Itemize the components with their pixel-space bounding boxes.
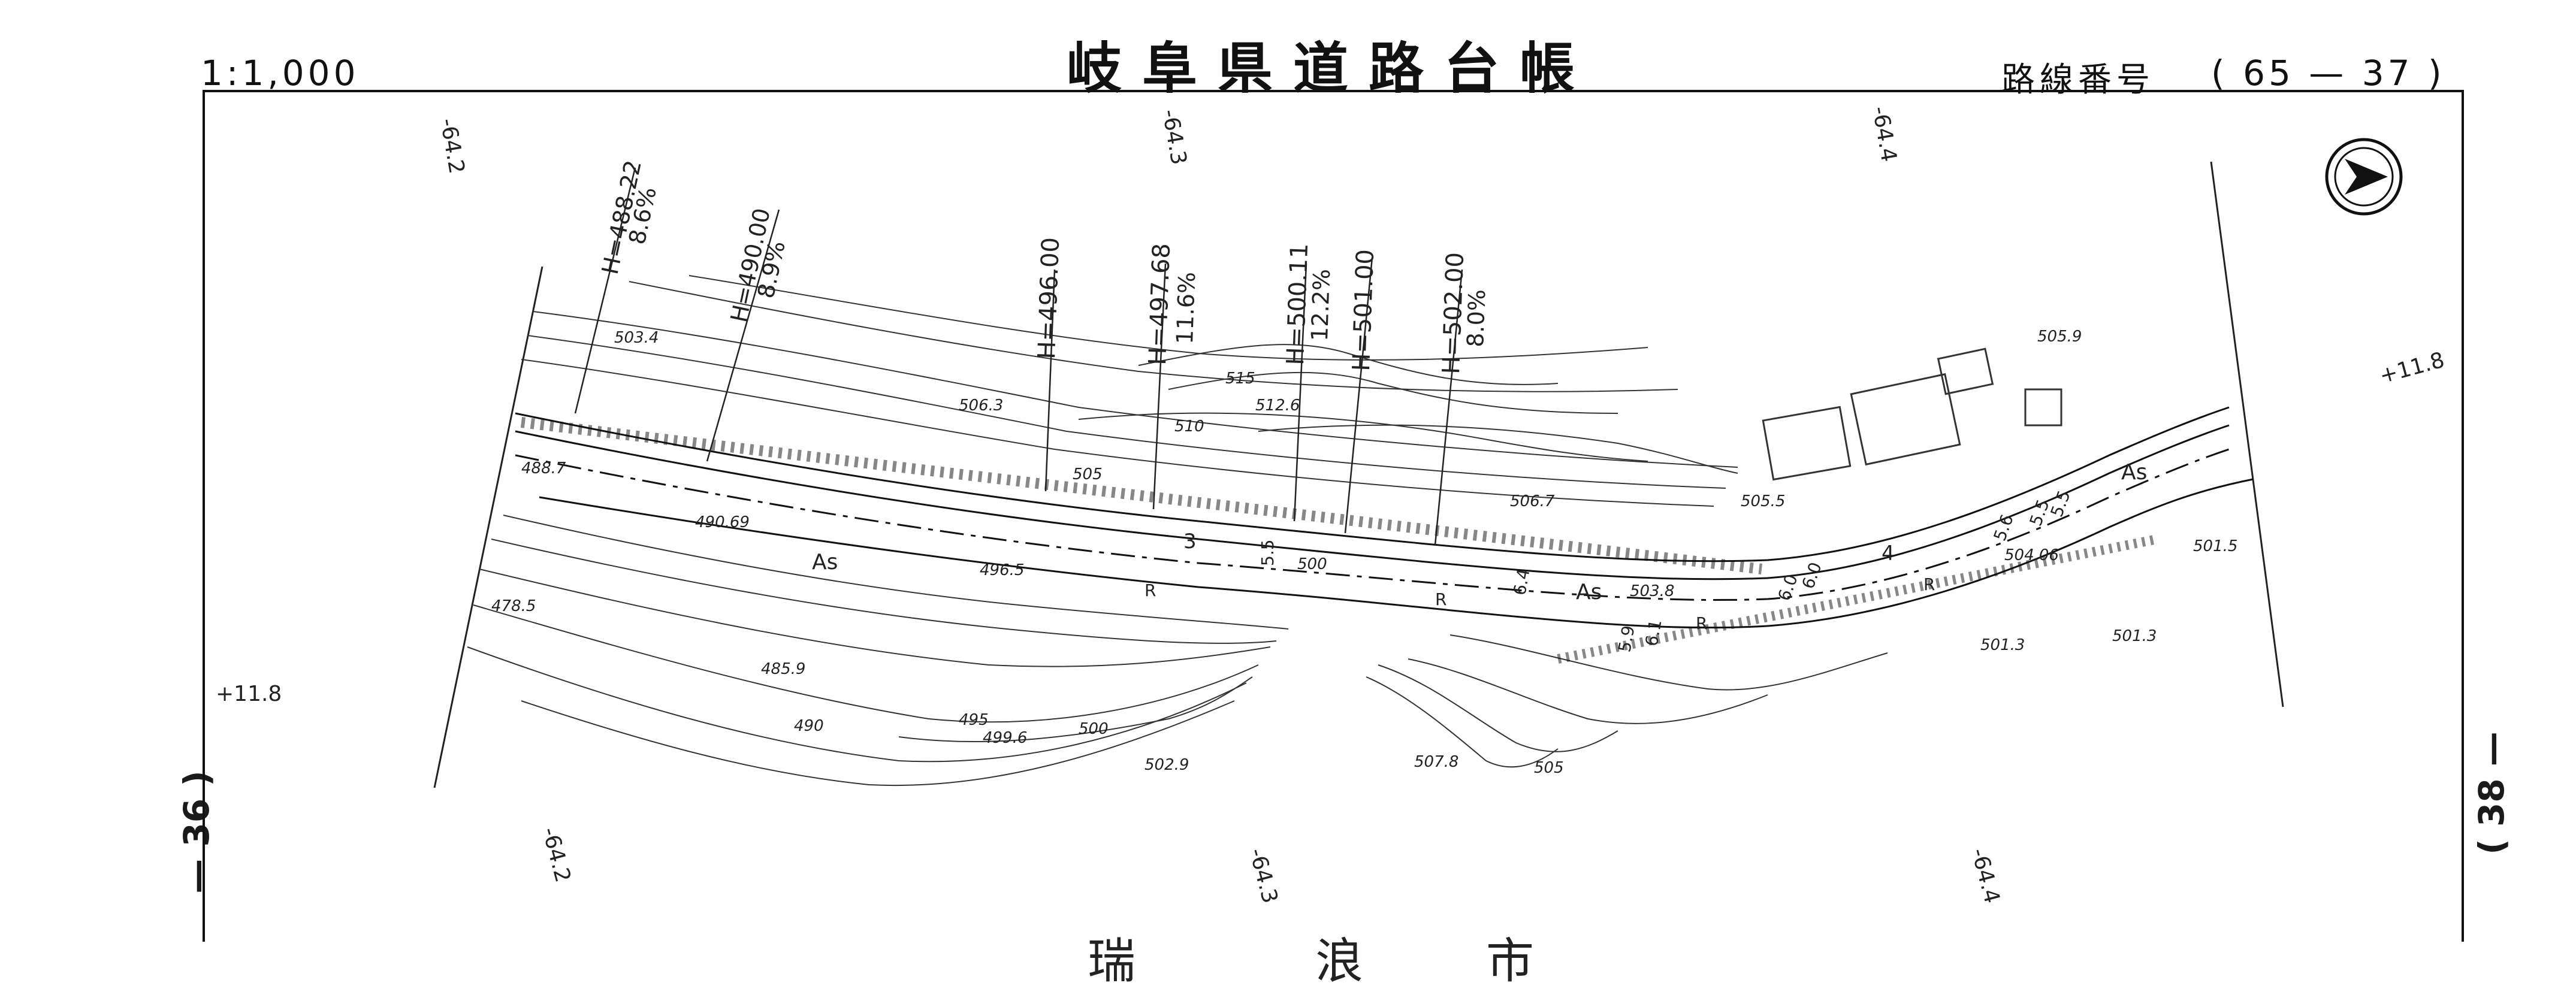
elevation-label: 502.9	[1144, 756, 1189, 774]
grid-label-bottom-1: -64.2	[537, 825, 575, 885]
width-label: 5.9	[1614, 624, 1638, 654]
contours-upper	[521, 275, 1738, 507]
elevation-label: 503.4	[614, 329, 659, 347]
elevation-label: 503.8	[1630, 582, 1674, 600]
grid-label-top-1: -64.2	[435, 116, 469, 176]
curb-label: R	[1696, 613, 1707, 633]
width-label: 6.0	[1798, 559, 1826, 591]
profile-label-5: H=496.00	[1033, 237, 1065, 359]
road-surface-label: As	[812, 550, 838, 574]
profile-label-12: 8.0%	[1462, 289, 1490, 347]
grid-label-top-2: -64.3	[1157, 107, 1191, 167]
map-canvas: -64.2 -64.3 -64.4 -64.2 -64.3 -64.4 +11.…	[203, 90, 2464, 942]
curb-label: R	[1435, 589, 1446, 609]
station-label: 4	[1882, 542, 1895, 565]
survey-boundary-left	[433, 266, 543, 788]
elevation-label: 495	[959, 711, 989, 729]
retaining-wall-hatch	[520, 417, 2158, 664]
contours-right-hill	[1366, 634, 1888, 768]
curb-label: R	[1923, 574, 1935, 594]
contours-lower	[467, 515, 1289, 787]
elevation-label: 500	[1079, 720, 1109, 738]
elevation-label: 504.06	[2004, 546, 2059, 564]
profile-label-6: H=497.68	[1144, 243, 1176, 365]
profile-label-8: H=500.11	[1282, 243, 1313, 365]
elevation-label: 510	[1174, 418, 1204, 435]
elevation-label: 505.5	[1741, 492, 1785, 510]
elevation-label: 496.5	[980, 561, 1024, 579]
width-label: 5.5	[2047, 488, 2074, 519]
elevation-label: 490	[794, 717, 824, 735]
width-label: 6.4	[1509, 567, 1533, 597]
profile-label-11: H=502.00	[1438, 252, 1469, 374]
elevation-label: 515	[1225, 370, 1255, 388]
elevation-label: 499.6	[983, 729, 1027, 747]
profile-lines	[574, 167, 1463, 546]
elevation-label: 490.69	[695, 513, 750, 531]
elevation-label: 501.3	[2112, 627, 2157, 645]
width-label: 6.1	[1641, 618, 1665, 648]
road-surface-label: As	[1576, 580, 1602, 604]
elevation-label: 506.7	[1510, 492, 1555, 510]
profile-label-7: 11.6%	[1171, 271, 1200, 344]
station-label: 3	[1183, 530, 1197, 554]
grid-label-bottom-2: -64.3	[1244, 846, 1282, 906]
map-frame	[203, 90, 2464, 942]
grid-label-top-3: -64.4	[1867, 104, 1901, 164]
route-number-value: ( 65 — 37 )	[2211, 53, 2445, 93]
width-label: 5.5	[1258, 539, 1278, 566]
grid-label-right: +11.8	[2377, 348, 2447, 389]
elevation-labels: 503.4 506.3 515 512.6 510 505 488.7 490.…	[491, 328, 2237, 777]
elevation-label: 500	[1297, 555, 1327, 573]
north-arrow-icon	[2325, 138, 2403, 216]
road-surface-label: As	[2121, 460, 2147, 485]
grid-label-bottom-3: -64.4	[1966, 846, 2004, 906]
curb-label: R	[1144, 580, 1156, 600]
elevation-label: 488.7	[521, 459, 566, 477]
map-scale: 1:1,000	[201, 53, 360, 93]
elevation-label: 501.3	[1980, 636, 2025, 654]
road-band	[515, 406, 2254, 629]
route-number-label: 路線番号	[2001, 61, 2155, 99]
survey-boundary-right	[2210, 161, 2284, 707]
elevation-label: 507.8	[1414, 753, 1458, 771]
elevation-label: 478.5	[491, 597, 536, 615]
misc-labels: 3 4 5.5 6.4 5.9 6.1 6.0 6.0 5.6 5.5 5.5 …	[1144, 488, 2074, 654]
profile-label-10: H=501.00	[1348, 249, 1379, 371]
elevation-label: 485.9	[761, 660, 805, 678]
elevation-label: 505	[1534, 759, 1564, 777]
elevation-label: 506.3	[959, 397, 1003, 415]
elevation-label: 505	[1073, 465, 1103, 483]
elevation-label: 505.9	[2037, 328, 2082, 346]
elevation-label: 512.6	[1255, 397, 1300, 415]
profile-label-9: 12.2%	[1306, 268, 1335, 341]
grid-label-left: +11.8	[216, 682, 282, 706]
buildings	[1762, 347, 2062, 481]
elevation-label: 501.5	[2193, 537, 2237, 555]
